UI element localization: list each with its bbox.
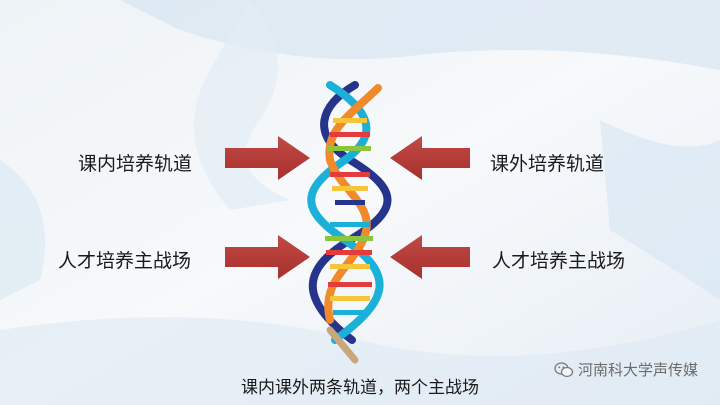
label-main-battlefield-right: 人才培养主战场 <box>492 250 626 272</box>
arrow-left-top <box>225 136 310 180</box>
dna-rung <box>333 310 367 315</box>
dna-rung <box>330 296 370 301</box>
label-extracurricular-track: 课外培养轨道 <box>490 153 605 175</box>
label-in-class-track: 课内培养轨道 <box>78 153 193 175</box>
dna-rung <box>325 236 373 241</box>
dna-rung <box>335 200 365 205</box>
dna-rung <box>330 172 370 177</box>
dna-strand-navy <box>308 81 392 344</box>
bg-wash-right <box>600 120 720 300</box>
dna-rung <box>330 222 370 227</box>
watermark-text: 河南科大学声传媒 <box>577 361 698 379</box>
bg-wash-mid <box>194 0 290 210</box>
dna-rung <box>332 186 368 191</box>
bg-wash-top <box>120 0 720 70</box>
bg-wash-left <box>0 160 45 300</box>
dna-rung <box>327 146 371 151</box>
label-main-battlefield-left: 人才培养主战场 <box>58 250 192 272</box>
dna-rung <box>330 264 370 269</box>
caption: 课内课外两条轨道，两个主战场 <box>241 378 479 398</box>
bg-wash-bottom <box>0 317 720 405</box>
watermark: 河南科大学声传媒 <box>554 359 698 380</box>
dna-rung <box>328 282 372 287</box>
dna-rung <box>333 118 367 123</box>
arrow-right-top <box>390 136 470 180</box>
dna-rung <box>326 250 372 255</box>
dna-helix-illustration <box>307 81 392 364</box>
wechat-icon <box>554 361 574 377</box>
dna-rung <box>330 132 370 137</box>
dna-strand-tan <box>326 326 359 364</box>
arrow-right-bottom <box>390 235 470 279</box>
dna-strand-blue <box>307 81 384 344</box>
arrow-left-bottom <box>225 235 310 279</box>
